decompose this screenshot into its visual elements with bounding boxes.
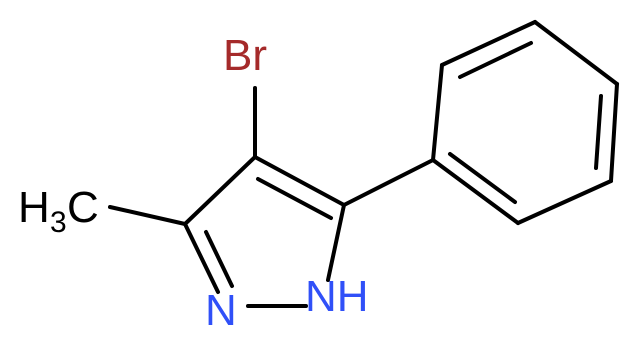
bond-c3-n2-inner <box>204 230 234 288</box>
bond-c3-n2 <box>183 222 220 294</box>
bond-ph-4 <box>609 82 619 183</box>
bond-ph-6 <box>431 158 520 225</box>
bond-ph-3 <box>533 20 619 86</box>
methyl-c: C <box>67 183 99 232</box>
methyl-h: H <box>18 183 50 232</box>
bond-c5-phenyl <box>342 158 435 207</box>
bond-ph-2 <box>440 20 537 67</box>
bond-ph-inner-2 <box>594 94 603 170</box>
atom-methyl-label: H 3 C <box>18 183 99 239</box>
methyl-subscript: 3 <box>50 206 67 239</box>
pyrazole-ring <box>183 155 346 308</box>
phenyl-ring <box>431 20 619 225</box>
atom-n-label: N <box>205 286 237 335</box>
bond-ph-inner-1 <box>458 41 533 79</box>
atom-nh-label: NH <box>305 272 369 321</box>
bond-c3-methyl <box>108 205 187 226</box>
bond-ph-5 <box>516 179 613 225</box>
bond-ph-inner-3 <box>448 152 517 204</box>
bond-c4-c3 <box>183 155 257 226</box>
atom-br-label: Br <box>223 31 267 80</box>
bond-n1-c5 <box>326 203 346 282</box>
bond-c4-c5 <box>253 155 346 207</box>
bond-c4-c5-inner <box>256 177 333 220</box>
bond-ph-1 <box>431 63 444 162</box>
